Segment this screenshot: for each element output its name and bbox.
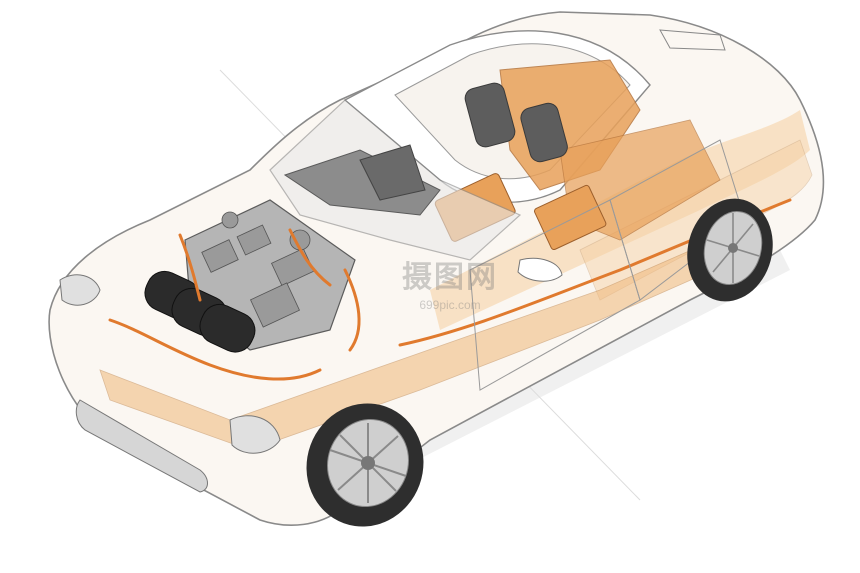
watermark-text: 摄图网 xyxy=(402,260,498,295)
battery-pack xyxy=(144,270,256,353)
watermark: 摄图网 699pic.com xyxy=(360,252,540,312)
front-seat xyxy=(359,144,426,201)
seat-back-left xyxy=(464,82,516,148)
door-block xyxy=(533,184,607,251)
front-grille xyxy=(75,399,208,493)
rear-trunk-details xyxy=(659,29,726,51)
rear-wheel xyxy=(687,198,773,302)
seat-back-right xyxy=(520,102,568,163)
side-mirror xyxy=(517,257,563,282)
watermark-url: 699pic.com xyxy=(419,298,481,312)
headlight-left xyxy=(59,274,101,306)
rear-quarter-panel xyxy=(579,139,813,301)
engine-details xyxy=(201,211,315,328)
headlight-right xyxy=(229,415,281,454)
dashboard xyxy=(283,149,441,216)
front-wheel xyxy=(306,403,424,527)
